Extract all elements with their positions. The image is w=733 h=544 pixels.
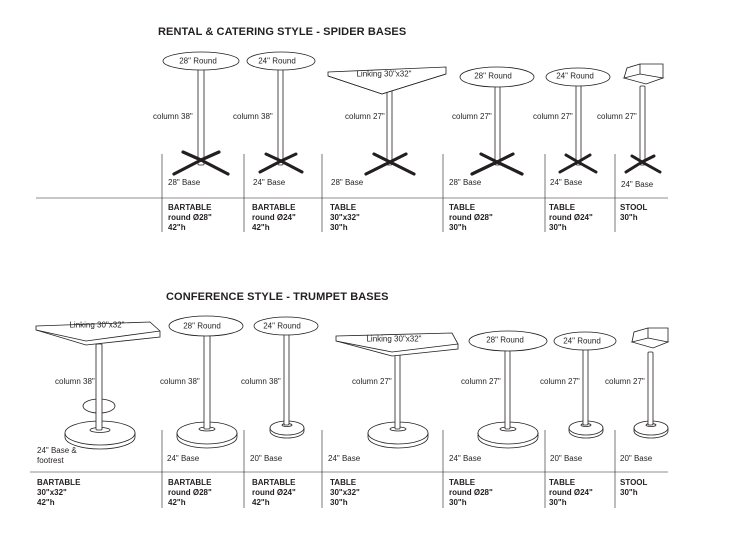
trumpet-base-label-1: 24" Base &footrest [37, 446, 77, 465]
trumpet-table-3 [253, 316, 319, 439]
trumpet-table-6 [553, 331, 617, 439]
trumpet-top-label-4: Linking 30"x32" [366, 334, 422, 344]
trumpet-dividers [30, 430, 668, 508]
trumpet-top-label-2: 28" Round [183, 321, 221, 331]
trumpet-base-label-3: 20" Base [250, 454, 283, 463]
spider-column-label-1: column 38" [153, 112, 193, 121]
section-title-spider: RENTAL & CATERING STYLE - SPIDER BASES [158, 26, 407, 38]
trumpet-column-label-2: column 38" [160, 377, 200, 386]
trumpet-column-label-5: column 27" [461, 377, 501, 386]
trumpet-table-1 [35, 321, 161, 450]
trumpet-column-label-6: column 27" [540, 377, 580, 386]
spider-column-label-5: column 27" [533, 112, 573, 121]
spider-table-2 [246, 51, 316, 174]
spider-base-label-3: 28" Base [331, 178, 364, 187]
spider-stool [622, 63, 665, 174]
section-title-trumpet: CONFERENCE STYLE - TRUMPET BASES [166, 291, 389, 303]
spider-base-label-5: 24" Base [550, 178, 583, 187]
spider-base-label-2: 24" Base [253, 178, 286, 187]
spider-base-label-4: 28" Base [449, 178, 482, 187]
spider-table-3 [327, 66, 447, 176]
spider-top-label-1: 28" Round [179, 56, 217, 66]
trumpet-base-label-7: 20" Base [620, 454, 653, 463]
trumpet-top-label-3: 24" Round [263, 321, 301, 331]
trumpet-base-label-4: 24" Base [328, 454, 361, 463]
trumpet-top-label-5: 28" Round [486, 335, 524, 345]
trumpet-stool [630, 327, 670, 439]
spider-dividers [36, 154, 668, 232]
spider-base-label-6: 24" Base [621, 180, 654, 189]
spider-table-5 [545, 67, 611, 174]
trumpet-column-label-7: column 27" [605, 377, 645, 386]
trumpet-top-label-1: Linking 30"x32" [69, 320, 125, 330]
trumpet-table-4 [335, 332, 459, 449]
spider-table-1 [162, 51, 240, 176]
spider-top-label-2: 24" Round [258, 56, 296, 66]
spider-top-label-4: 28" Round [474, 71, 512, 81]
spider-top-label-5: 24" Round [556, 71, 594, 81]
trumpet-column-label-3: column 38" [241, 377, 281, 386]
spider-column-label-2: column 38" [233, 112, 273, 121]
trumpet-base-label-5: 24" Base [449, 454, 482, 463]
trumpet-table-5 [468, 330, 548, 449]
trumpet-base-label-6: 20" Base [550, 454, 583, 463]
spider-base-label-1: 28" Base [168, 178, 201, 187]
trumpet-column-label-4: column 27" [352, 377, 392, 386]
spider-table-4 [459, 66, 535, 176]
spider-top-label-3: Linking 30"x32" [356, 69, 412, 79]
trumpet-table-2 [168, 315, 244, 449]
trumpet-base-label-2: 24" Base [167, 454, 200, 463]
spider-column-label-4: column 27" [452, 112, 492, 121]
trumpet-column-label-1: column 38" [55, 377, 95, 386]
spider-column-label-3: column 27" [345, 112, 385, 121]
spider-column-label-6: column 27" [597, 112, 637, 121]
trumpet-top-label-6: 24" Round [563, 336, 601, 346]
